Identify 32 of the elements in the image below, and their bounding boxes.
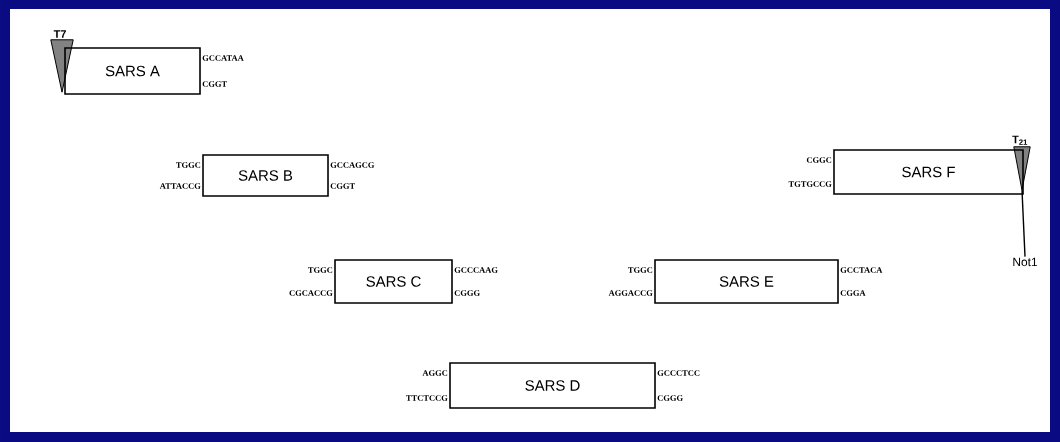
promoter-label: T7 [53, 30, 66, 38]
sticky-end-sequence: TGGC [628, 267, 653, 273]
sticky-end-sequence: AGGACCG [608, 290, 653, 296]
sticky-end-sequence: GCCATAA [202, 55, 244, 61]
sticky-end-sequence: CGGC [806, 157, 832, 163]
sticky-end-sequence: GCCCAAG [454, 267, 498, 273]
fragment-box: SARS C [334, 259, 453, 304]
sticky-end-sequence: CGGT [202, 81, 227, 87]
sticky-end-sequence: AGGC [422, 370, 448, 376]
connector-line [1021, 189, 1026, 258]
sticky-end-sequence: CGGA [840, 290, 866, 296]
sticky-end-sequence: CGGG [657, 395, 683, 401]
sticky-end-sequence: GCCTACA [840, 267, 883, 273]
sticky-end-sequence: ATTACCG [159, 183, 201, 189]
sticky-end-sequence: CGCACCG [289, 290, 333, 296]
sticky-end-sequence: GCCCTCC [657, 370, 700, 376]
promoter-triangle [50, 39, 74, 93]
sticky-end-sequence: TTCTCCG [406, 395, 448, 401]
fragment-box: SARS E [654, 259, 839, 304]
promoter-triangle [1013, 146, 1031, 191]
fragment-box: SARS B [202, 154, 329, 197]
fragment-box: SARS D [449, 362, 656, 409]
sticky-end-sequence: TGGC [176, 162, 201, 168]
sticky-end-sequence: CGGG [454, 290, 480, 296]
sticky-end-sequence: TGTGCCG [788, 181, 832, 187]
fragment-box: SARS F [833, 149, 1024, 195]
fragment-box: SARS A [64, 47, 201, 95]
site-label: Not1 [1013, 257, 1038, 267]
promoter-label: T$_{21}$ [1012, 135, 1028, 145]
sticky-end-sequence: GCCAGCG [330, 162, 375, 168]
sticky-end-sequence: TGGC [308, 267, 333, 273]
sticky-end-sequence: CGGT [330, 183, 355, 189]
